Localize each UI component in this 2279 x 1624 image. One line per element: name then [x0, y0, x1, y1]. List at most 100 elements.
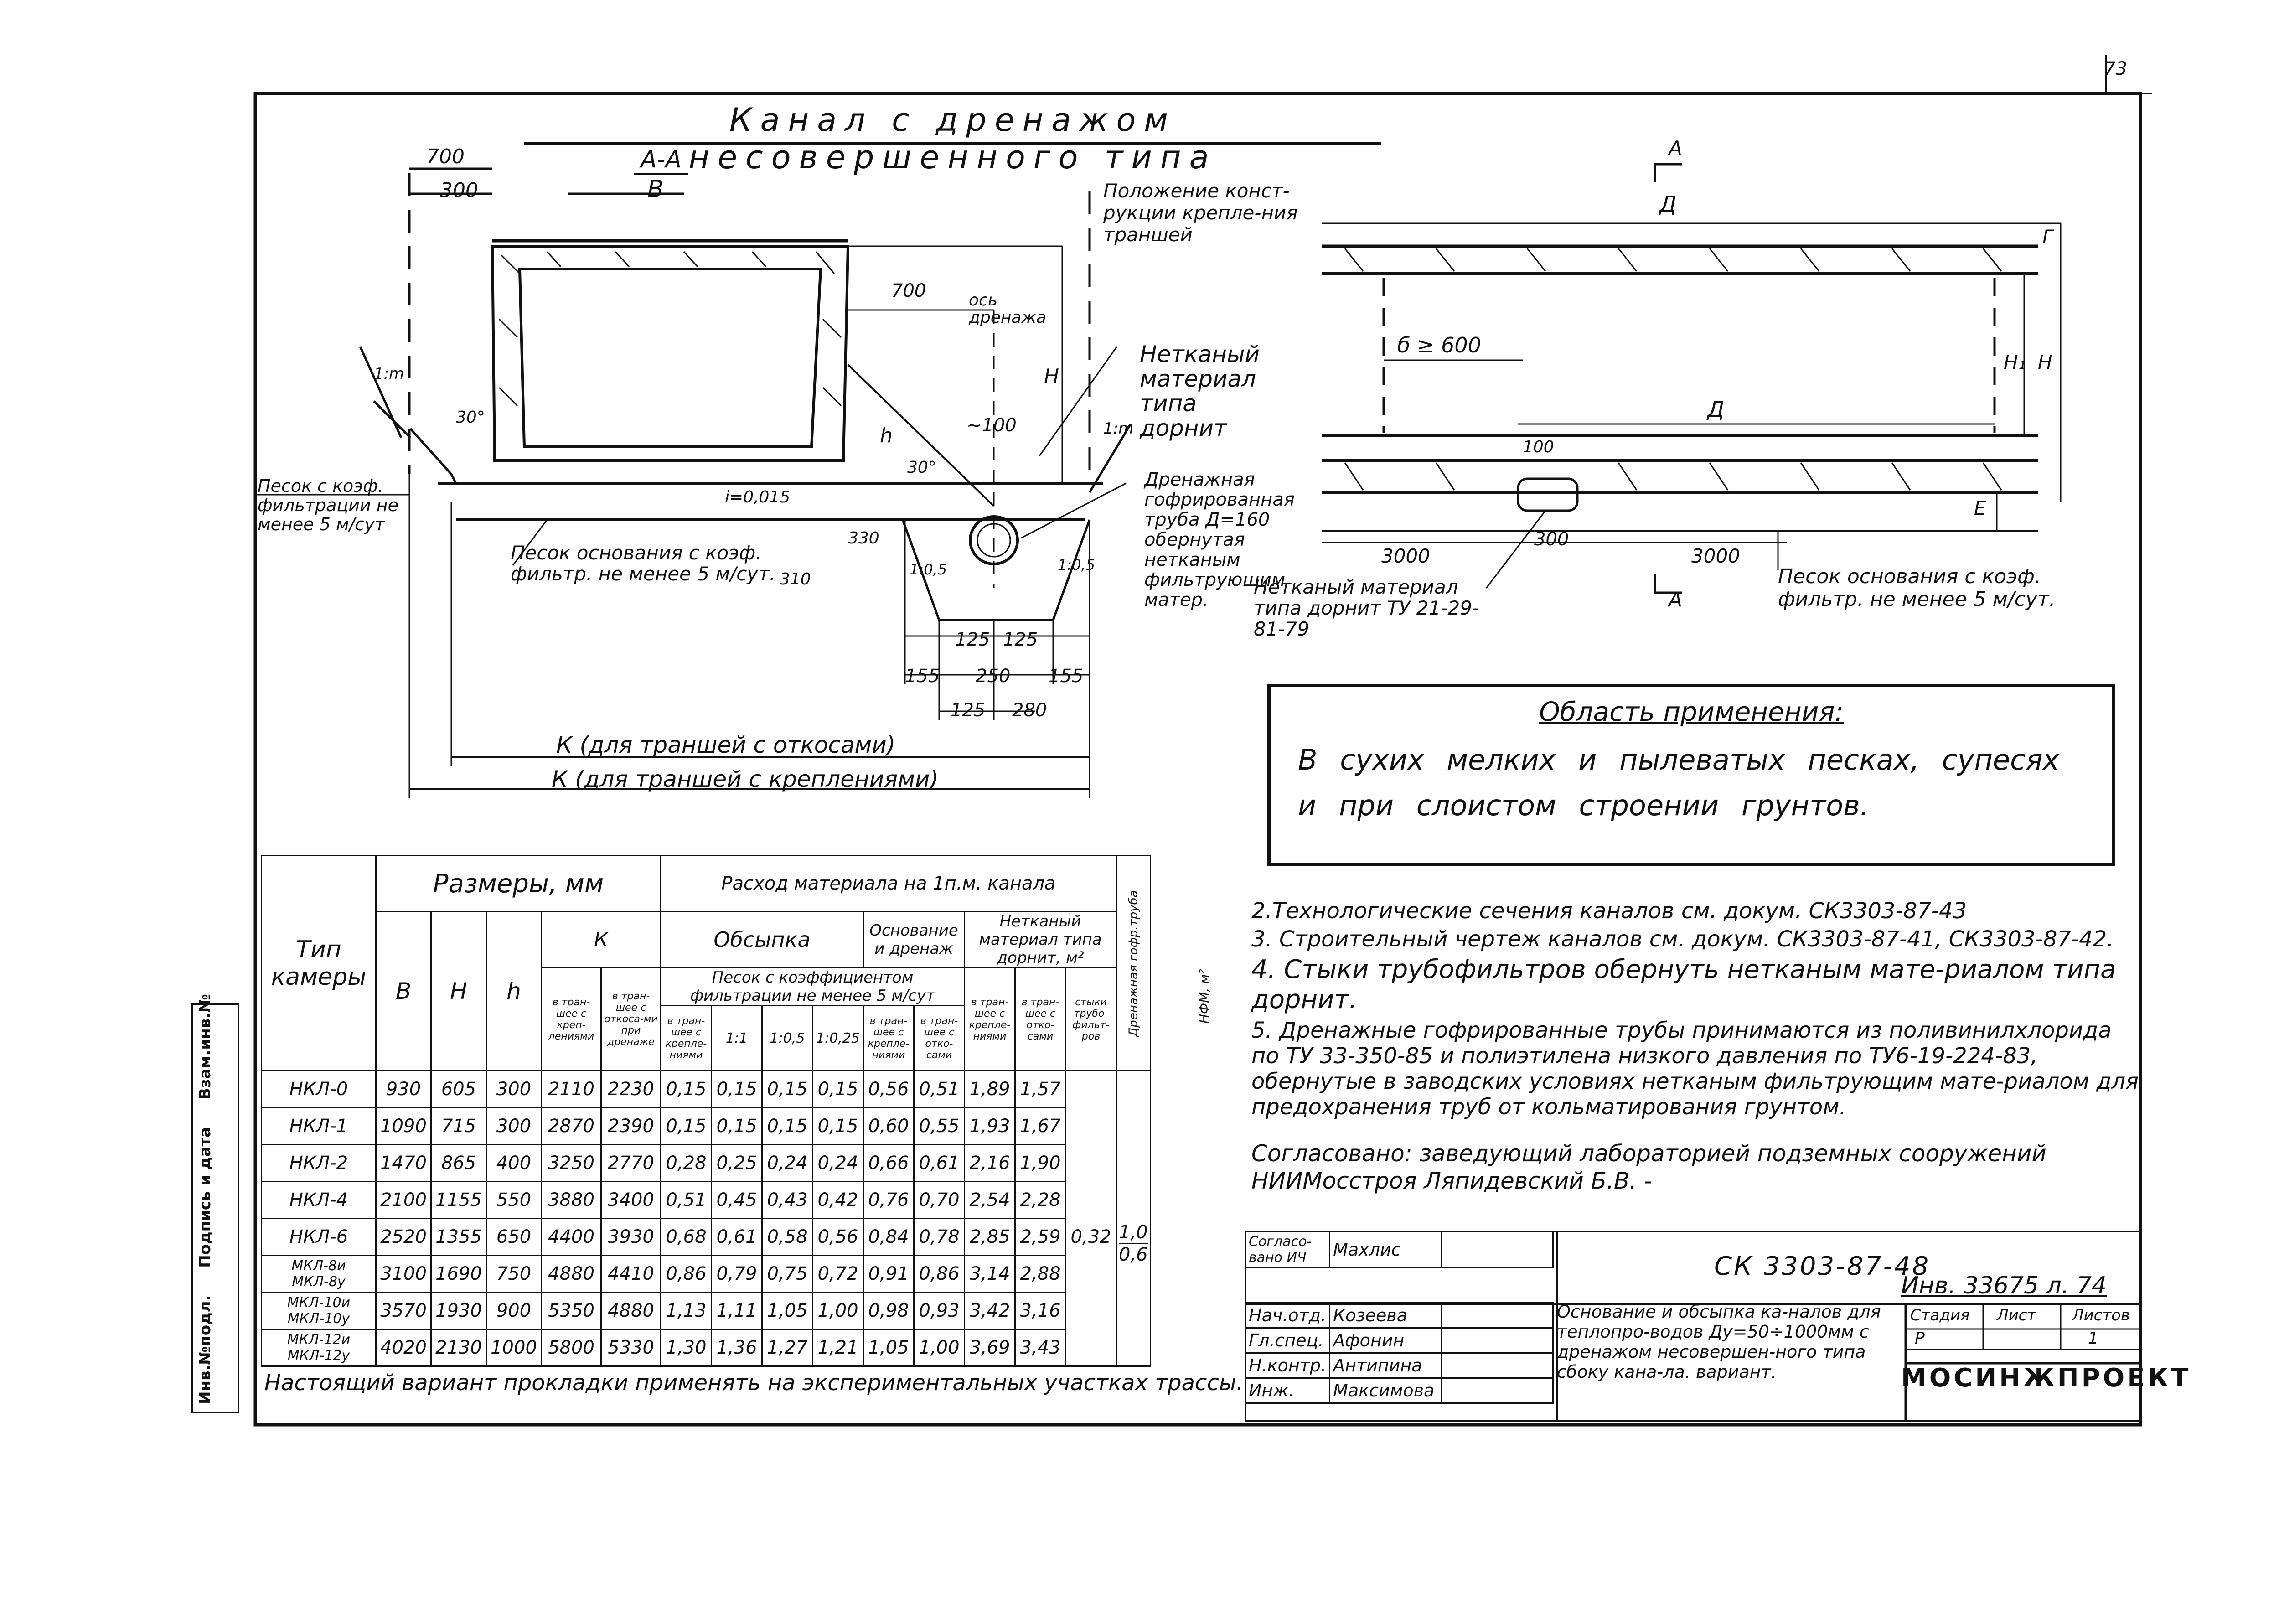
th-B: В: [375, 911, 432, 1071]
dim-310: 310: [780, 570, 811, 589]
table-cell: 3,42: [964, 1292, 1016, 1330]
table-cell: 0,75: [761, 1255, 813, 1293]
joints-value: 0,32: [1065, 1070, 1117, 1367]
support-position-label: Положение конст-рукции крепле-ния транше…: [1103, 180, 1298, 246]
table-cell: 1090: [375, 1107, 432, 1145]
stamp-name: Максимова: [1329, 1377, 1442, 1404]
dim-3000-b: 3000: [1691, 545, 1740, 567]
table-cell: 1,00: [913, 1329, 965, 1367]
application-heading: Область применения:: [1539, 696, 1844, 727]
table-cell: 2770: [600, 1144, 661, 1182]
table-cell: 1155: [430, 1181, 487, 1219]
table-row: НКЛ-6 2520 1355 650 4400 3930 0,68 0,61 …: [261, 1218, 1151, 1256]
nfm-header-label: НФМ, м²: [1197, 969, 1212, 1024]
table-cell: 750: [486, 1255, 542, 1293]
th-drain-pipe: Дренажная гофр.труба: [1116, 855, 1151, 1071]
table-cell: 0,15: [711, 1070, 763, 1108]
side-strip-frame: [191, 1003, 239, 1413]
k-supports-label: К (для траншей с креплениями): [552, 766, 939, 792]
application-text: В сухих мелких и пылеватых песках, супес…: [1298, 743, 2060, 822]
table-cell: 1355: [430, 1218, 487, 1256]
table-cell: 1,27: [761, 1329, 813, 1367]
table-cell: НКЛ-2: [261, 1144, 377, 1182]
stamp-signature: [1441, 1352, 1554, 1379]
nonwoven-label-right: Нетканый материал типа дорнит ТУ 21-29-8…: [1254, 576, 1479, 640]
table-cell: 0,15: [812, 1107, 864, 1145]
table-cell: 0,15: [812, 1070, 864, 1108]
drawing-title: Канал с дренажом несовершенного типа: [524, 101, 1381, 176]
table-cell: 0,45: [711, 1181, 763, 1219]
dim-E: Е: [1974, 497, 1986, 519]
table-cell: 2,59: [1014, 1218, 1066, 1256]
table-cell: 3880: [541, 1181, 602, 1219]
table-cell: 4400: [541, 1218, 602, 1256]
table-cell: 1,13: [660, 1292, 712, 1330]
drawing-description: Основание и обсыпка ка-налов для теплопр…: [1557, 1302, 1881, 1382]
stage-value: Р: [1915, 1329, 1925, 1348]
nonwoven-label-left: Нетканый материал типа дорнит: [1140, 341, 1260, 441]
table-cell: 3,14: [964, 1255, 1016, 1293]
dim-H-right: Н: [2038, 351, 2052, 373]
table-cell: 1,90: [1014, 1144, 1066, 1182]
side-label-replace: Взам.инв.№: [196, 994, 214, 1100]
table-cell: 0,15: [660, 1107, 712, 1145]
stamp-name: Махлис: [1329, 1231, 1442, 1268]
table-cell: 550: [486, 1181, 542, 1219]
table-cell: 0,91: [863, 1255, 915, 1293]
table-cell: 2,28: [1014, 1181, 1066, 1219]
stamp-signature: [1441, 1327, 1554, 1354]
stamp-name: Козеева: [1329, 1302, 1442, 1329]
th-joints: стыки трубо-фильт-ров: [1065, 967, 1117, 1071]
drain-axis-label: ось дренажа: [969, 291, 1046, 327]
th-n1: в тран-шее с крепле-ниями: [964, 967, 1016, 1071]
table-row: МКЛ-12и МКЛ-12у 4020 2130 1000 5800 5330…: [261, 1329, 1151, 1367]
table-cell: 0,51: [913, 1070, 965, 1108]
table-cell: 1000: [486, 1329, 542, 1367]
table-cell: 0,15: [761, 1070, 813, 1108]
table-cell: 1,93: [964, 1107, 1016, 1145]
th-backfill: Обсыпка: [660, 911, 864, 968]
table-cell: 0,28: [660, 1144, 712, 1182]
table-cell: 930: [375, 1070, 432, 1108]
table-cell: 0,79: [711, 1255, 763, 1293]
th-n2: в тран-шее с отко-сами: [1014, 967, 1066, 1071]
pipe-value: 1,0: [1119, 1222, 1148, 1244]
dim-700-top: 700: [426, 145, 465, 168]
table-cell: 2100: [375, 1181, 432, 1219]
table-row: МКЛ-8и МКЛ-8у 3100 1690 750 4880 4410 0,…: [261, 1255, 1151, 1293]
table-cell: 5330: [600, 1329, 661, 1367]
table-cell: 1470: [375, 1144, 432, 1182]
stamp-name: Афонин: [1329, 1327, 1442, 1354]
cut-A-bottom: А: [1669, 588, 1683, 611]
table-cell: 0,61: [913, 1144, 965, 1182]
th-nonwoven: Нетканый материал типа дорнит, м²: [964, 911, 1117, 968]
table-cell: 2870: [541, 1107, 602, 1145]
table-cell: 2130: [430, 1329, 487, 1367]
table-cell: 0,61: [711, 1218, 763, 1256]
th-type: Тип камеры: [261, 855, 377, 1071]
table-row: НКЛ-4 2100 1155 550 3880 3400 0,51 0,45 …: [261, 1181, 1151, 1219]
dim-300: 300: [440, 179, 478, 202]
stamp-name: Антипина: [1329, 1352, 1442, 1379]
table-cell: 4880: [600, 1292, 661, 1330]
document-code: СК 3303-87-48: [1714, 1252, 1931, 1281]
dim-155-a: 155: [905, 666, 940, 687]
table-cell: 3400: [600, 1181, 661, 1219]
stamp-signature: [1441, 1302, 1554, 1329]
th-s1025: 1:0,25: [812, 1005, 864, 1071]
stamp-signature: [1441, 1377, 1554, 1404]
slope-label: i=0,015: [725, 488, 791, 507]
table-cell: 1,67: [1014, 1107, 1066, 1145]
table-cell: 1,00: [812, 1292, 864, 1330]
sand-base-label-left: Песок основания с коэф. фильтр. не менее…: [511, 542, 775, 585]
dim-125-c: 125: [951, 700, 986, 721]
table-cell: 0,60: [863, 1107, 915, 1145]
table-cell: 1,11: [711, 1292, 763, 1330]
table-cell: 0,98: [863, 1292, 915, 1330]
dim-155-b: 155: [1049, 666, 1084, 687]
th-s105: 1:0,5: [761, 1005, 813, 1071]
table-cell: 400: [486, 1144, 542, 1182]
table-cell: 0,70: [913, 1181, 965, 1219]
table-cell: 865: [430, 1144, 487, 1182]
